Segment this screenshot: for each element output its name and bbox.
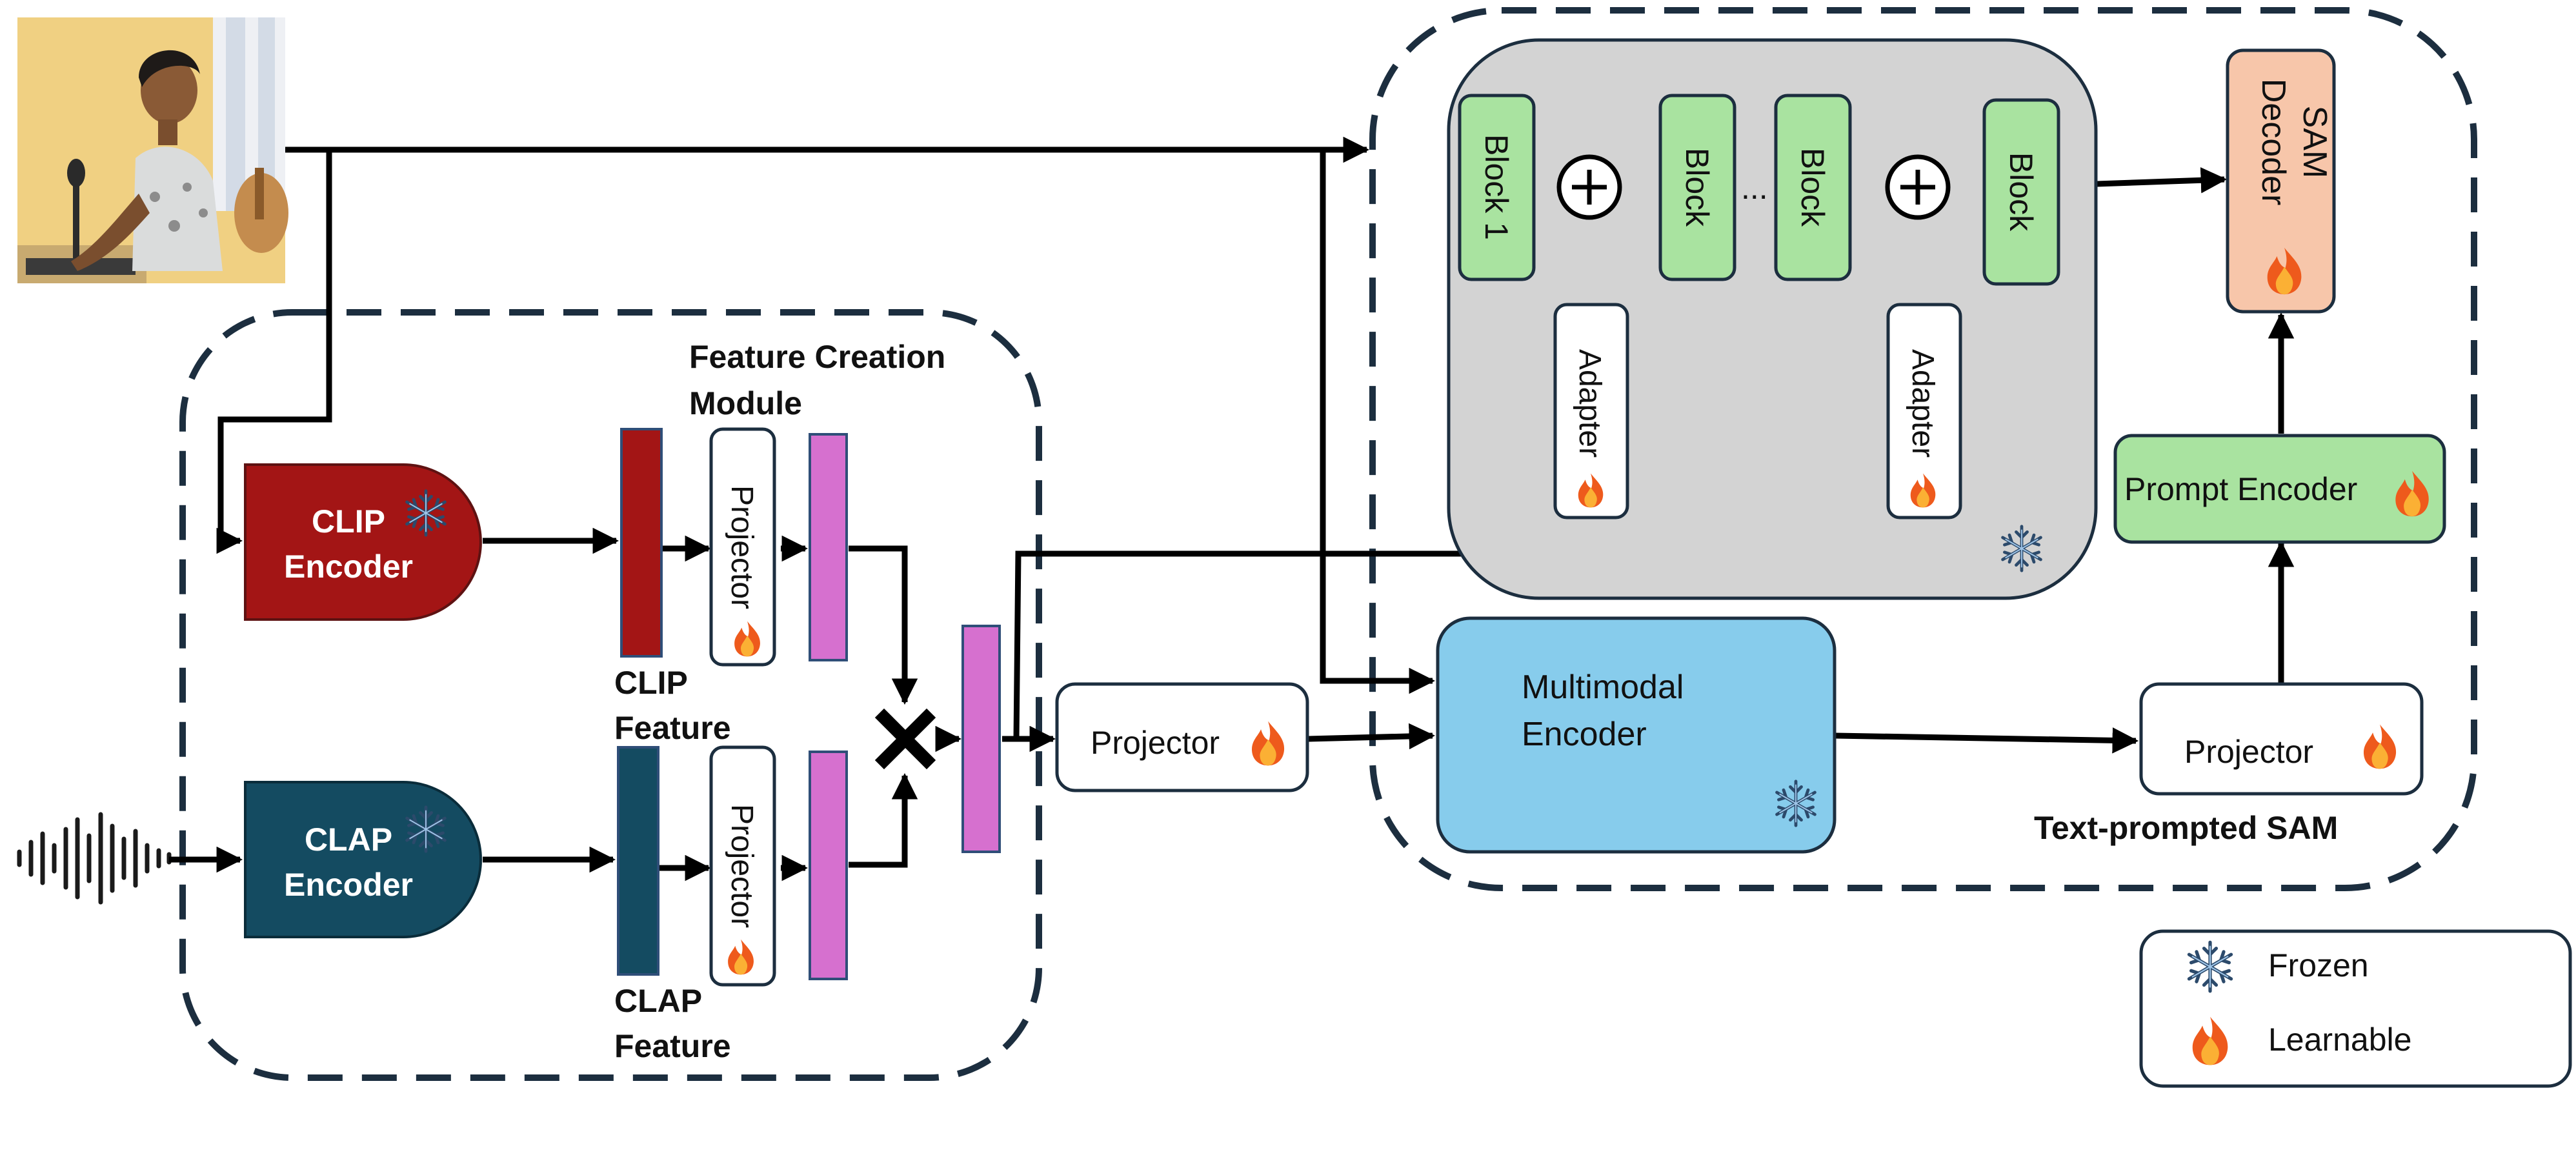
clip-encoder-label-line2: Encoder [284, 549, 413, 585]
sam-decoder-label-line2: Decoder [2255, 79, 2292, 206]
block-ellipsis: ... [1741, 170, 1768, 206]
clip-projector-label: Projector [725, 485, 759, 609]
prompt-encoder-label: Prompt Encoder [2124, 471, 2357, 507]
prompt-encoder: Prompt Encoder [2113, 434, 2446, 544]
sam-projector-label: Projector [2184, 734, 2313, 770]
block-4-label: Block [2003, 152, 2039, 232]
legend-frozen-label: Frozen [2268, 947, 2369, 983]
multiply-icon [874, 708, 936, 770]
clip-encoder-label-line1: CLIP [312, 503, 385, 539]
multimodal-encoder-label-line2: Encoder [1522, 716, 1647, 753]
multimodal-encoder-label-line1: Multimodal [1522, 669, 1684, 706]
clip-projected-feature [809, 433, 848, 661]
clap-encoder-label-line2: Encoder [284, 867, 413, 903]
sam-decoder-label-line1: SAM [2296, 106, 2333, 179]
feature-module-title-line2: Module [689, 385, 802, 421]
clip-encoder: CLIP Encoder [244, 463, 482, 621]
block-3-label: Block [1795, 148, 1831, 227]
add-node-1 [1556, 154, 1622, 220]
clap-encoder-label-line1: CLAP [305, 821, 392, 858]
clip-projector: Projector [709, 427, 776, 667]
legend-learnable-label: Learnable [2268, 1022, 2411, 1058]
text-prompted-sam-title: Text-prompted SAM [2034, 810, 2338, 846]
clap-encoder: CLAP Encoder [244, 781, 482, 938]
fused-feature-bar [961, 625, 1001, 853]
text-prompted-sam-frame [1369, 7, 2477, 891]
input-video-frame [17, 17, 288, 283]
clip-feature-bar [620, 428, 663, 658]
audio-waveform-icon [17, 812, 172, 905]
block-2-label: Block [1679, 148, 1715, 227]
clap-feature-label-line1: CLAP [614, 983, 702, 1019]
adapter-1-label: Adapter [1573, 349, 1607, 458]
sam-projector: Projector [2139, 682, 2424, 796]
block-3: Block [1774, 94, 1852, 281]
adapter-2: Adapter [1886, 303, 1962, 519]
clap-feature-label-line2: Feature [614, 1028, 731, 1064]
block-1-label: Block 1 [1478, 134, 1514, 240]
feature-creation-module-frame [179, 309, 1042, 1081]
add-node-2 [1885, 154, 1951, 220]
feature-module-title-line1: Feature Creation [689, 339, 945, 375]
clap-feature-bar [617, 746, 659, 976]
fusion-projector-label: Projector [1091, 725, 1220, 761]
block-2: Block [1658, 94, 1736, 281]
adapter-2-label: Adapter [1906, 349, 1940, 458]
clip-feature-label-line1: CLIP [614, 665, 688, 701]
clip-feature-label-line2: Feature [614, 710, 731, 746]
sam-decoder: SAM Decoder [2226, 48, 2336, 314]
adapter-1: Adapter [1553, 303, 1629, 519]
clap-projector: Projector [709, 745, 776, 987]
fusion-projector: Projector [1055, 682, 1309, 792]
legend: Frozen Learnable [2139, 929, 2572, 1088]
clap-projected-feature [809, 751, 848, 980]
multimodal-encoder: Multimodal Encoder [1436, 616, 1836, 854]
clap-projector-label: Projector [725, 804, 759, 928]
block-4: Block [1982, 98, 2060, 286]
block-1: Block 1 [1458, 94, 1536, 281]
